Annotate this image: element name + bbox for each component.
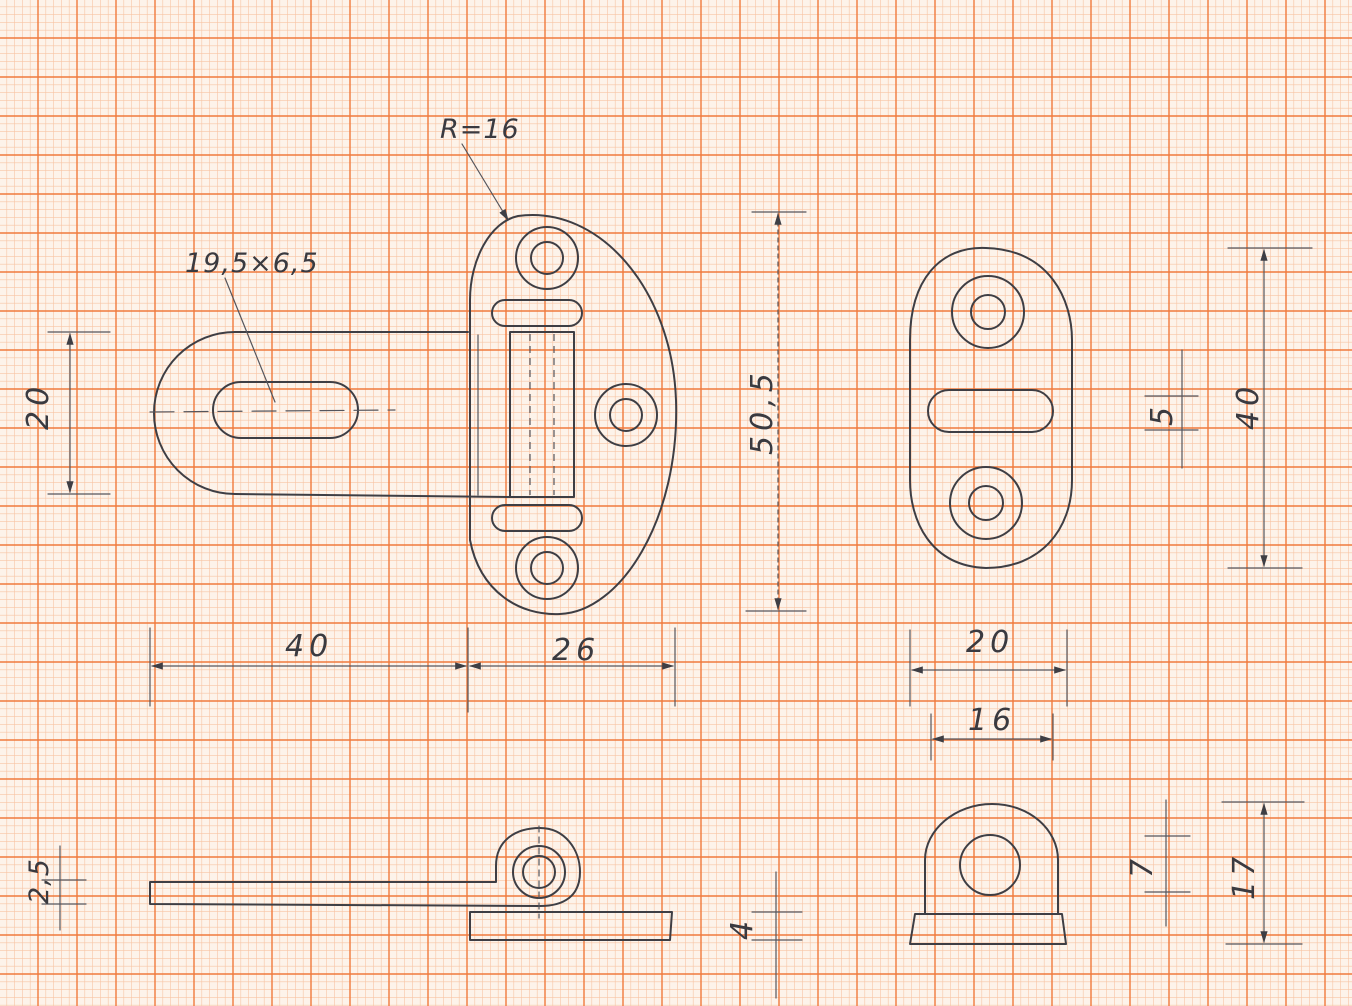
base-plate-side xyxy=(469,911,673,941)
plate-hole-bot-outer xyxy=(515,536,579,600)
plate-slot-upper xyxy=(491,299,583,327)
dim-loop-diameter: 7 xyxy=(1125,799,1191,927)
keeper-hole-top-inner xyxy=(970,294,1006,330)
slot-note: 19,5×6,5 xyxy=(185,248,319,279)
hasp-top-view xyxy=(149,214,678,616)
keeper-loop-hole xyxy=(959,834,1021,896)
dim-keeper-total-height: 17 xyxy=(1221,801,1305,945)
hinge-pin-inner xyxy=(522,855,556,889)
keeper-side-view xyxy=(909,803,1067,945)
dim-keeper-height-label: 40 xyxy=(1231,382,1266,430)
hinge-knuckle xyxy=(509,331,575,498)
dim-keeper-slot: 5 xyxy=(1144,349,1199,469)
keeper-top-view xyxy=(909,246,1073,569)
hasp-side-view xyxy=(149,825,673,941)
dim-keeper-slot-label: 5 xyxy=(1145,402,1180,426)
dim-tab-length: 40 26 xyxy=(149,627,676,713)
plate-hole-mid-inner xyxy=(609,398,643,432)
dim-tab-width-label: 20 xyxy=(21,382,56,430)
dim-plate-height: 50,5 xyxy=(745,211,807,612)
dim-plate-height-label: 50,5 xyxy=(745,368,780,455)
plate-hole-bot-inner xyxy=(530,551,564,585)
radius-leader xyxy=(461,143,509,222)
dim-tab-width: 20 xyxy=(21,331,111,495)
dim-loop-diameter-label: 7 xyxy=(1125,854,1160,878)
base-plate-outline xyxy=(469,214,678,616)
dim-hasp-thickness: 2,5 xyxy=(24,845,87,931)
slot-annotation: 19,5×6,5 xyxy=(185,248,319,403)
keeper-outline xyxy=(909,246,1073,569)
keeper-loop xyxy=(924,803,1059,915)
dim-keeper-width: 20 16 xyxy=(909,625,1068,761)
dim-plate-thickness-label: 4 xyxy=(725,916,760,940)
keeper-base-side xyxy=(909,913,1067,945)
keeper-hole-bot-outer xyxy=(949,466,1023,540)
radius-note: R=16 xyxy=(440,114,520,145)
dim-tab-length-label: 40 xyxy=(285,629,333,664)
dim-plate-depth-label: 26 xyxy=(552,633,600,668)
plate-hole-top-outer xyxy=(515,226,579,290)
radius-annotation: R=16 xyxy=(440,114,520,222)
slot-centerline xyxy=(149,409,396,413)
plate-hole-mid-outer xyxy=(594,383,658,447)
hasp-strap xyxy=(149,827,581,907)
slot-leader xyxy=(224,277,276,403)
dim-keeper-height: 40 xyxy=(1227,247,1313,569)
keeper-hole-bot-inner xyxy=(968,485,1004,521)
dim-hasp-thickness-label: 2,5 xyxy=(24,858,55,904)
keeper-hole-top-outer xyxy=(951,275,1025,349)
dim-keeper-total-height-label: 17 xyxy=(1227,852,1262,900)
plate-hole-top-inner xyxy=(530,241,564,275)
plate-slot-lower xyxy=(491,504,583,532)
dim-plate-thickness: 4 xyxy=(725,871,803,999)
dim-keeper-spacing-label: 16 xyxy=(968,703,1016,738)
keeper-slot xyxy=(927,389,1054,433)
dim-keeper-width-label: 20 xyxy=(966,625,1014,660)
hasp-tab-outline xyxy=(153,331,511,498)
